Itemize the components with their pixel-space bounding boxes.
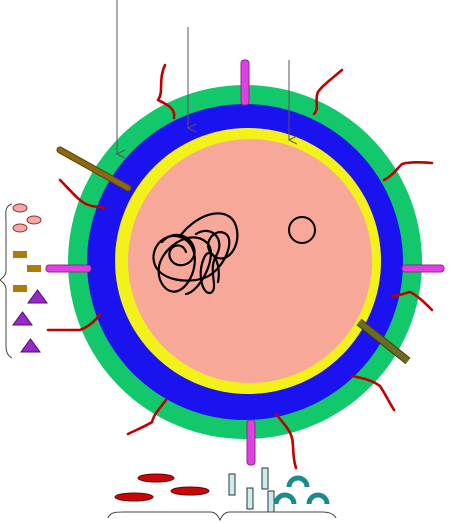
appendage bbox=[350, 374, 396, 412]
bottom-rectangle bbox=[246, 487, 254, 510]
bottom-rectangle bbox=[267, 490, 275, 513]
bottom-arc bbox=[273, 492, 297, 505]
dna-strand bbox=[152, 212, 239, 296]
small-circle bbox=[288, 216, 316, 244]
appendages bbox=[46, 63, 434, 470]
pore-proteins bbox=[45, 59, 445, 466]
left-rectangle bbox=[27, 265, 41, 272]
bottom-molecules bbox=[114, 467, 330, 513]
rod-brown-fill bbox=[57, 147, 131, 191]
appendage bbox=[46, 312, 102, 332]
dna-nucleoid bbox=[152, 212, 239, 296]
bottom-oval bbox=[170, 486, 210, 496]
appendage bbox=[390, 290, 434, 312]
pointer-arrows bbox=[117, 0, 289, 154]
pore-protein bbox=[45, 264, 92, 273]
left-brace bbox=[0, 203, 13, 359]
left-rectangle bbox=[13, 251, 27, 258]
left-oval bbox=[26, 215, 42, 225]
appendage bbox=[126, 398, 168, 436]
pore-protein bbox=[240, 59, 250, 106]
bottom-rectangle bbox=[261, 467, 269, 490]
appendage bbox=[312, 68, 344, 116]
dna-strand bbox=[194, 229, 221, 295]
appendage bbox=[58, 178, 106, 210]
left-rectangle bbox=[13, 285, 27, 292]
pore-protein bbox=[246, 419, 256, 466]
cytoplasm bbox=[128, 139, 372, 383]
appendage bbox=[382, 161, 434, 182]
bottom-arc bbox=[286, 475, 310, 488]
left-molecules bbox=[12, 203, 48, 353]
dna-strand bbox=[160, 233, 196, 267]
rod-olive-fill bbox=[357, 319, 410, 364]
appendage bbox=[274, 412, 298, 470]
pore-protein bbox=[401, 264, 445, 273]
left-oval bbox=[12, 203, 28, 213]
left-triangle bbox=[12, 311, 33, 326]
bottom-brace bbox=[107, 511, 337, 522]
bottom-oval bbox=[137, 473, 175, 483]
appendage bbox=[156, 63, 176, 120]
bottom-rectangle bbox=[228, 473, 236, 496]
left-triangle bbox=[27, 289, 48, 304]
left-oval bbox=[12, 223, 28, 233]
bottom-arc bbox=[306, 492, 330, 505]
left-triangle bbox=[20, 338, 41, 353]
bottom-oval bbox=[114, 492, 154, 502]
